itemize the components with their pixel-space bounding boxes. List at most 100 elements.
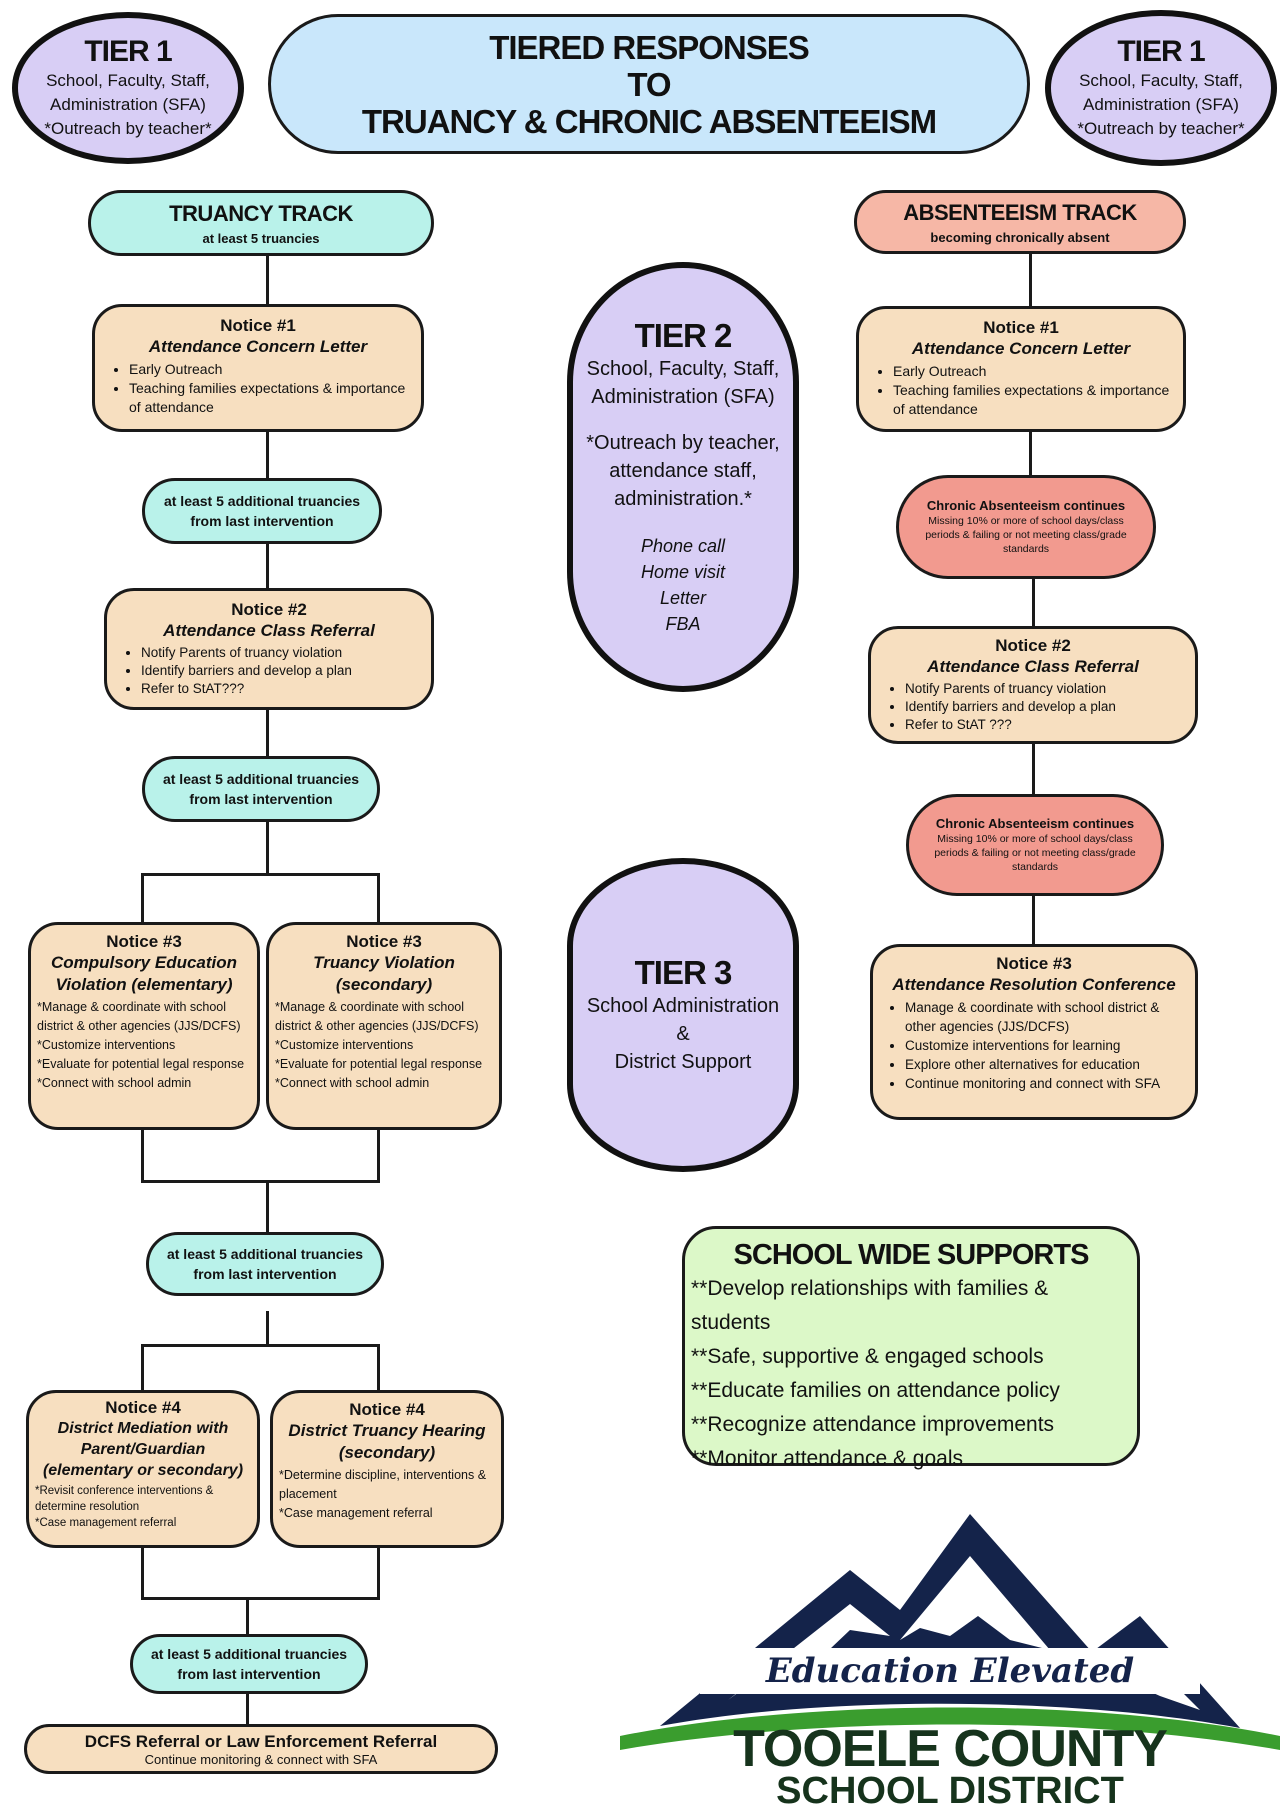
tier1-left-circle: TIER 1 School, Faculty, Staff, Administr…	[12, 12, 244, 164]
truancy-track-subtitle: at least 5 truancies	[202, 230, 320, 246]
connector-line	[1029, 252, 1032, 307]
logo-tagline: Education Elevated	[765, 1651, 1135, 1691]
notice-subtitle: Attendance Concern Letter	[148, 337, 368, 356]
notice-title: Notice #4	[349, 1400, 425, 1419]
list-item: Customize interventions for learning	[905, 1036, 1185, 1055]
connector-line	[266, 788, 269, 874]
connector-line	[266, 254, 269, 305]
continues-title: Chronic Absenteeism continues	[935, 816, 1135, 831]
notice-subtitle: (elementary or secondary)	[42, 1462, 244, 1479]
notice-list: *Manage & coordinate with school distric…	[275, 998, 493, 1093]
notice-subtitle: Attendance Concern Letter	[911, 339, 1131, 358]
logo-name-line1: TOOELE COUNTY	[733, 1720, 1168, 1778]
connector-line	[141, 1597, 380, 1600]
connector-line	[266, 709, 269, 757]
list-item: *Connect with school admin	[37, 1076, 192, 1090]
connector-line1: at least 5 additional truancies	[163, 493, 361, 509]
notice-list: Early Outreach Teaching families expecta…	[107, 360, 409, 417]
tier1-left-line3: *Outreach by teacher*	[44, 119, 212, 138]
list-item: Teaching families expectations & importa…	[129, 379, 409, 417]
header-line2: TO	[627, 65, 671, 103]
connector-line	[266, 541, 269, 589]
list-item: *Case management referral	[279, 1506, 433, 1520]
connector-line	[377, 873, 380, 923]
notice-subtitle: Violation (elementary)	[55, 975, 233, 994]
tier2-method: FBA	[665, 614, 701, 634]
tier2-outreach: *Outreach by teacher, attendance staff, …	[586, 432, 780, 510]
truancy-connector1: at least 5 additional truancies from las…	[142, 478, 382, 544]
tier3-line3: District Support	[614, 1051, 752, 1073]
list-item: Identify barriers and develop a plan	[141, 662, 419, 680]
notice-title: Notice #3	[346, 932, 422, 951]
connector-line1: at least 5 additional truancies	[162, 771, 360, 787]
list-item: Continue monitoring and connect with SFA	[905, 1074, 1185, 1093]
school-wide-item: **Monitor attendance & goals	[691, 1447, 964, 1470]
list-item: Notify Parents of truancy violation	[905, 680, 1183, 698]
notice-title: Notice #3	[106, 932, 182, 951]
tier2-method: Letter	[659, 588, 707, 608]
list-item: *Customize interventions	[275, 1038, 414, 1052]
list-item: *Evaluate for potential legal response	[37, 1057, 245, 1071]
truancy-notice2: Notice #2 Attendance Class Referral Noti…	[104, 588, 434, 710]
continues-title: Chronic Absenteeism continues	[926, 498, 1126, 513]
connector-line	[266, 431, 269, 479]
tier1-left-title: TIER 1	[84, 35, 172, 68]
school-wide-item: **Educate families on attendance policy	[691, 1379, 1060, 1402]
school-wide-supports: SCHOOL WIDE SUPPORTS **Develop relations…	[682, 1226, 1140, 1470]
connector-line	[377, 1344, 380, 1392]
connector-line	[141, 1545, 144, 1599]
tier1-right-line2: Administration (SFA)	[1083, 95, 1239, 114]
connector-line	[246, 1597, 249, 1635]
connector-line	[377, 1545, 380, 1599]
tier2-line2: Administration (SFA)	[591, 386, 775, 408]
list-item: *Case management referral	[35, 1517, 177, 1529]
tier3-line2: &	[676, 1023, 690, 1045]
tier2-title: TIER 2	[634, 317, 733, 354]
truancy-final-referral: DCFS Referral or Law Enforcement Referra…	[24, 1724, 498, 1774]
absenteeism-continues2: Chronic Absenteeism continues Missing 10…	[906, 794, 1164, 896]
tier1-right-line1: School, Faculty, Staff,	[1079, 71, 1243, 90]
list-item: Manage & coordinate with school district…	[905, 998, 1185, 1036]
list-item: *Manage & coordinate with school distric…	[275, 1000, 479, 1033]
list-item: *Evaluate for potential legal response	[275, 1057, 483, 1071]
school-wide-item: **Safe, supportive & engaged schools	[691, 1345, 1044, 1368]
list-item: Identify barriers and develop a plan	[905, 698, 1183, 716]
school-wide-title: SCHOOL WIDE SUPPORTS	[733, 1239, 1090, 1271]
list-item: Notify Parents of truancy violation	[141, 644, 419, 662]
mountain-logo-icon	[620, 1514, 1280, 1750]
tier2-method: Home visit	[640, 562, 725, 582]
notice-list: *Revisit conference interventions & dete…	[35, 1483, 251, 1531]
connector-line	[141, 1344, 144, 1392]
header-line3: TRUANCY & CHRONIC ABSENTEEISM	[361, 102, 937, 140]
absenteeism-notice3: Notice #3 Attendance Resolution Conferen…	[870, 944, 1198, 1120]
notice-list: Early Outreach Teaching families expecta…	[871, 362, 1171, 419]
list-item: Refer to StAT ???	[905, 716, 1183, 734]
notice-list: Notify Parents of truancy violation Iden…	[883, 680, 1183, 734]
absenteeism-continues1: Chronic Absenteeism continues Missing 10…	[896, 475, 1156, 579]
connector-line	[1029, 431, 1032, 476]
notice-title: Notice #1	[220, 316, 296, 335]
notice-subtitle: District Mediation with	[57, 1420, 229, 1437]
absenteeism-notice1: Notice #1 Attendance Concern Letter Earl…	[856, 306, 1186, 432]
list-item: Early Outreach	[129, 360, 409, 379]
tier1-right-line3: *Outreach by teacher*	[1077, 119, 1245, 138]
truancy-track-title: TRUANCY TRACK	[169, 200, 353, 226]
notice-title: Notice #2	[995, 636, 1071, 655]
truancy-connector2: at least 5 additional truancies from las…	[142, 756, 380, 822]
logo-name-line2: SCHOOL DISTRICT	[776, 1770, 1124, 1812]
continues-text: Missing 10% or more of school days/class…	[934, 833, 1136, 873]
notice-subtitle: Compulsory Education	[50, 953, 238, 972]
tier2-line1: School, Faculty, Staff,	[586, 358, 780, 380]
final-subtitle: Continue monitoring & connect with SFA	[144, 1752, 378, 1767]
header-line1: TIERED RESPONSES	[489, 28, 810, 66]
connector-line	[141, 1344, 380, 1347]
notice-subtitle: Truancy Violation	[313, 953, 455, 972]
notice-list: Notify Parents of truancy violation Iden…	[119, 644, 419, 698]
notice-subtitle: (secondary)	[335, 975, 433, 994]
notice-subtitle: Parent/Guardian	[80, 1441, 206, 1458]
list-item: Refer to StAT???	[141, 680, 419, 698]
connector-line	[141, 873, 380, 876]
connector-line	[1032, 578, 1035, 627]
connector-line	[141, 1128, 144, 1182]
tier3-line1: School Administration	[586, 995, 780, 1017]
